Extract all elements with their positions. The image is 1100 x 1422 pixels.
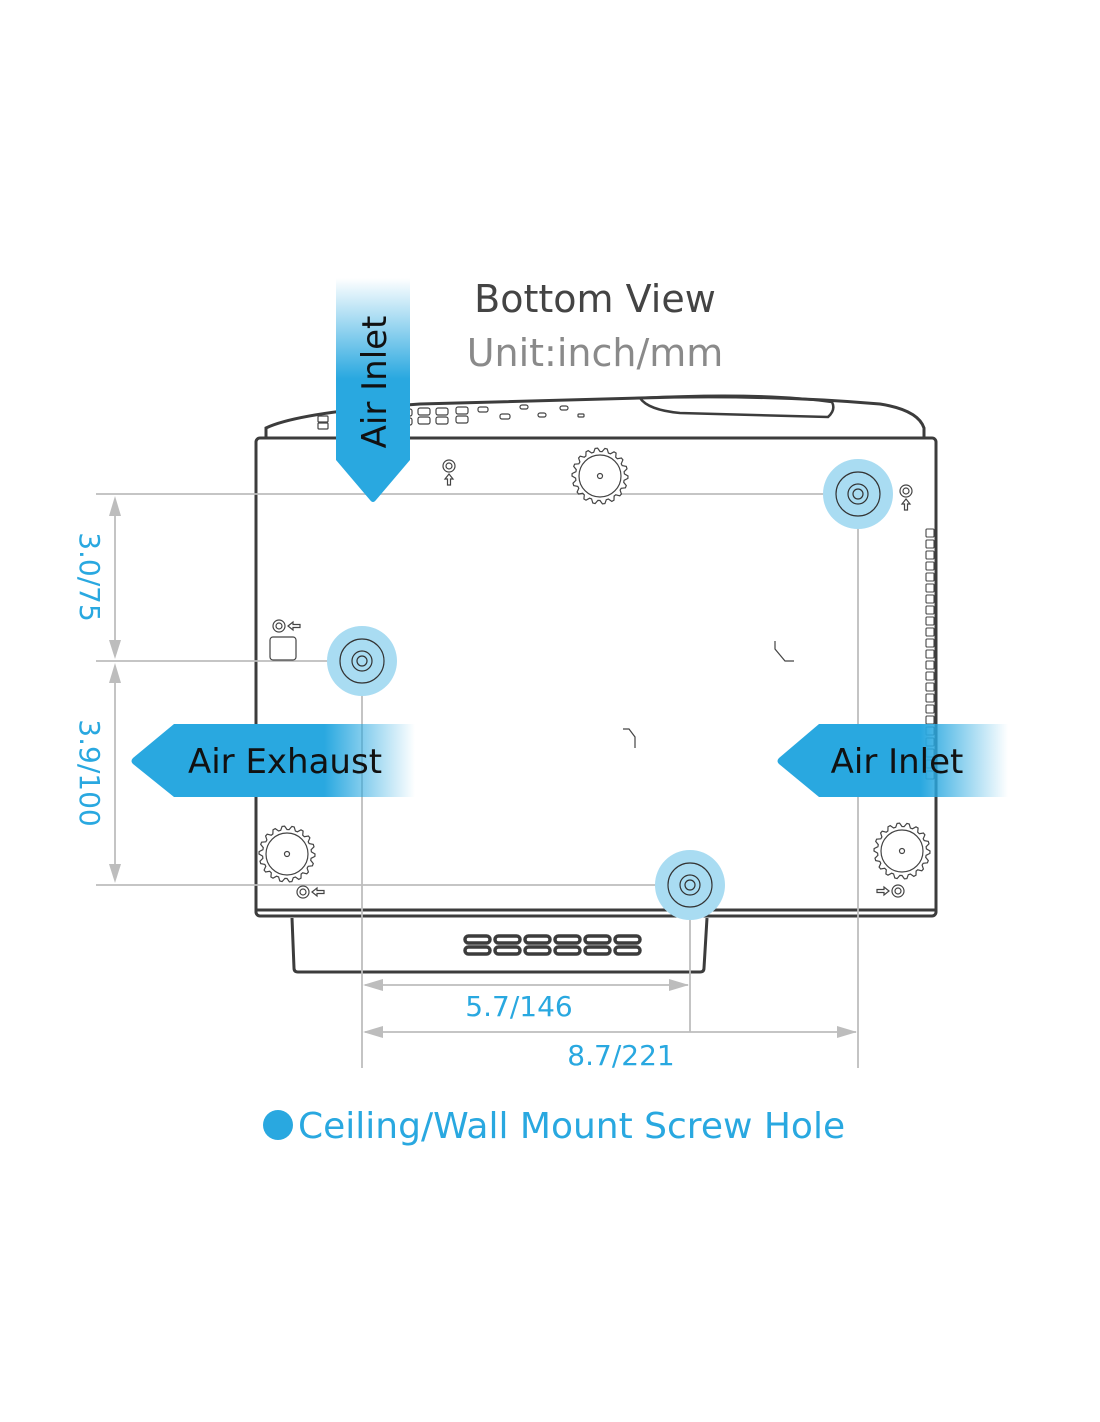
air-exhaust-label: Air Exhaust: [188, 742, 382, 782]
air-exhaust-indicator: Air Exhaust: [131, 724, 415, 797]
dim-horizontal-long: 8.7/221: [567, 1039, 674, 1072]
dim-vertical-lower: 3.9/100: [73, 719, 106, 826]
projector-rear-base: [290, 917, 709, 974]
side-vent-slot: [925, 572, 935, 582]
air-inlet-top-label: Air Inlet: [355, 316, 395, 449]
adjuster-foot-icon: [258, 825, 316, 883]
air-inlet-top-indicator: Air Inlet: [336, 278, 410, 502]
dim-vertical-upper: 3.0/75: [73, 532, 106, 622]
side-vent-slot: [925, 660, 935, 670]
air-inlet-right-label: Air Inlet: [831, 742, 964, 782]
side-vent-slot: [925, 561, 935, 571]
side-vent-slot: [925, 605, 935, 615]
side-vent-slot: [925, 715, 935, 725]
mount-screw-hole: [655, 850, 725, 920]
rear-vents: [463, 934, 642, 956]
adjuster-foot-icon: [873, 822, 931, 880]
side-vent-slot: [925, 693, 935, 703]
mount-screw-hole: [327, 626, 397, 696]
side-vent-slot: [925, 704, 935, 714]
side-vent-slot: [925, 550, 935, 560]
side-vent-slot: [925, 539, 935, 549]
legend: Ceiling/Wall Mount Screw Hole: [263, 1106, 845, 1147]
side-vent-slot: [925, 528, 935, 538]
title: Bottom View: [474, 277, 716, 321]
mount-screw-hole: [823, 459, 893, 529]
side-vent-slot: [925, 638, 935, 648]
adjuster-foot-icon: [571, 447, 629, 505]
small-markers: [269, 459, 913, 899]
projector-body: [254, 436, 938, 918]
legend-dot-icon: [263, 1110, 293, 1140]
side-vent-slot: [925, 649, 935, 659]
side-vent-slot: [925, 671, 935, 681]
adjuster-feet: [258, 447, 931, 883]
dim-horizontal-short: 5.7/146: [465, 990, 572, 1023]
subtitle: Unit:inch/mm: [467, 331, 724, 375]
side-vent-slot: [925, 583, 935, 593]
side-vent-slot: [925, 594, 935, 604]
legend-text: Ceiling/Wall Mount Screw Hole: [298, 1106, 845, 1147]
side-vent-slot: [925, 682, 935, 692]
air-inlet-right-indicator: Air Inlet: [777, 724, 1008, 797]
side-vent-slot: [925, 627, 935, 637]
side-vent-slot: [925, 616, 935, 626]
